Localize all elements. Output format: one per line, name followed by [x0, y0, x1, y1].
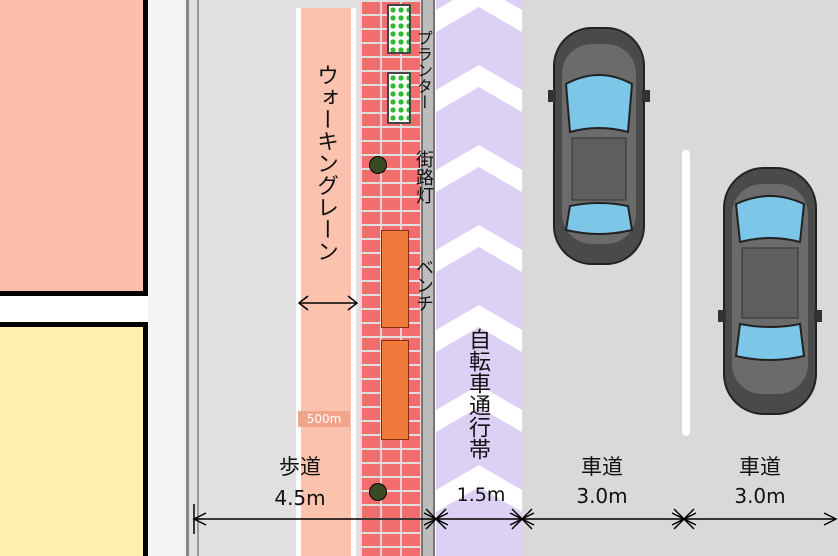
- road-name-label-1: 車道: [581, 455, 623, 479]
- streetlight-icon: [369, 483, 387, 501]
- planter-label: プランター: [414, 30, 433, 110]
- sidewalk-width-label: 4.5m: [274, 486, 326, 510]
- road-name-label-2: 車道: [739, 455, 781, 479]
- bike-lane-width-label: 1.5m: [456, 484, 506, 506]
- planter-icon: [387, 72, 411, 124]
- walking-lane-width-label: 500m: [298, 411, 350, 427]
- bike-lane-label: 自転車通行帯: [465, 328, 490, 460]
- walking-lane: [296, 8, 356, 556]
- bench-label: ベンチ: [413, 258, 434, 312]
- sidewalk-name-label: 歩道: [279, 455, 321, 479]
- building-pink: [0, 0, 148, 296]
- curb: [421, 0, 435, 556]
- double-arrow-icon: [297, 295, 359, 311]
- building-gap: [148, 0, 186, 556]
- road-width-label-2: 3.0m: [734, 484, 786, 508]
- walking-lane-label: ウォーキングレーン: [313, 64, 338, 262]
- streetlight-icon: [369, 156, 387, 174]
- bench-icon: [381, 230, 409, 328]
- streetlight-label: 街路灯: [413, 150, 434, 204]
- dimension-line: [192, 504, 838, 534]
- bench-icon: [381, 340, 409, 440]
- planter-icon: [387, 4, 411, 54]
- lane-divider-line: [682, 150, 690, 436]
- car-icon: [548, 27, 650, 265]
- road-width-label-1: 3.0m: [576, 484, 628, 508]
- building-yellow: [0, 322, 148, 556]
- car-icon: [718, 167, 822, 415]
- sidewalk-inner-line: [197, 0, 199, 556]
- bike-lane-chevrons: [436, 0, 522, 512]
